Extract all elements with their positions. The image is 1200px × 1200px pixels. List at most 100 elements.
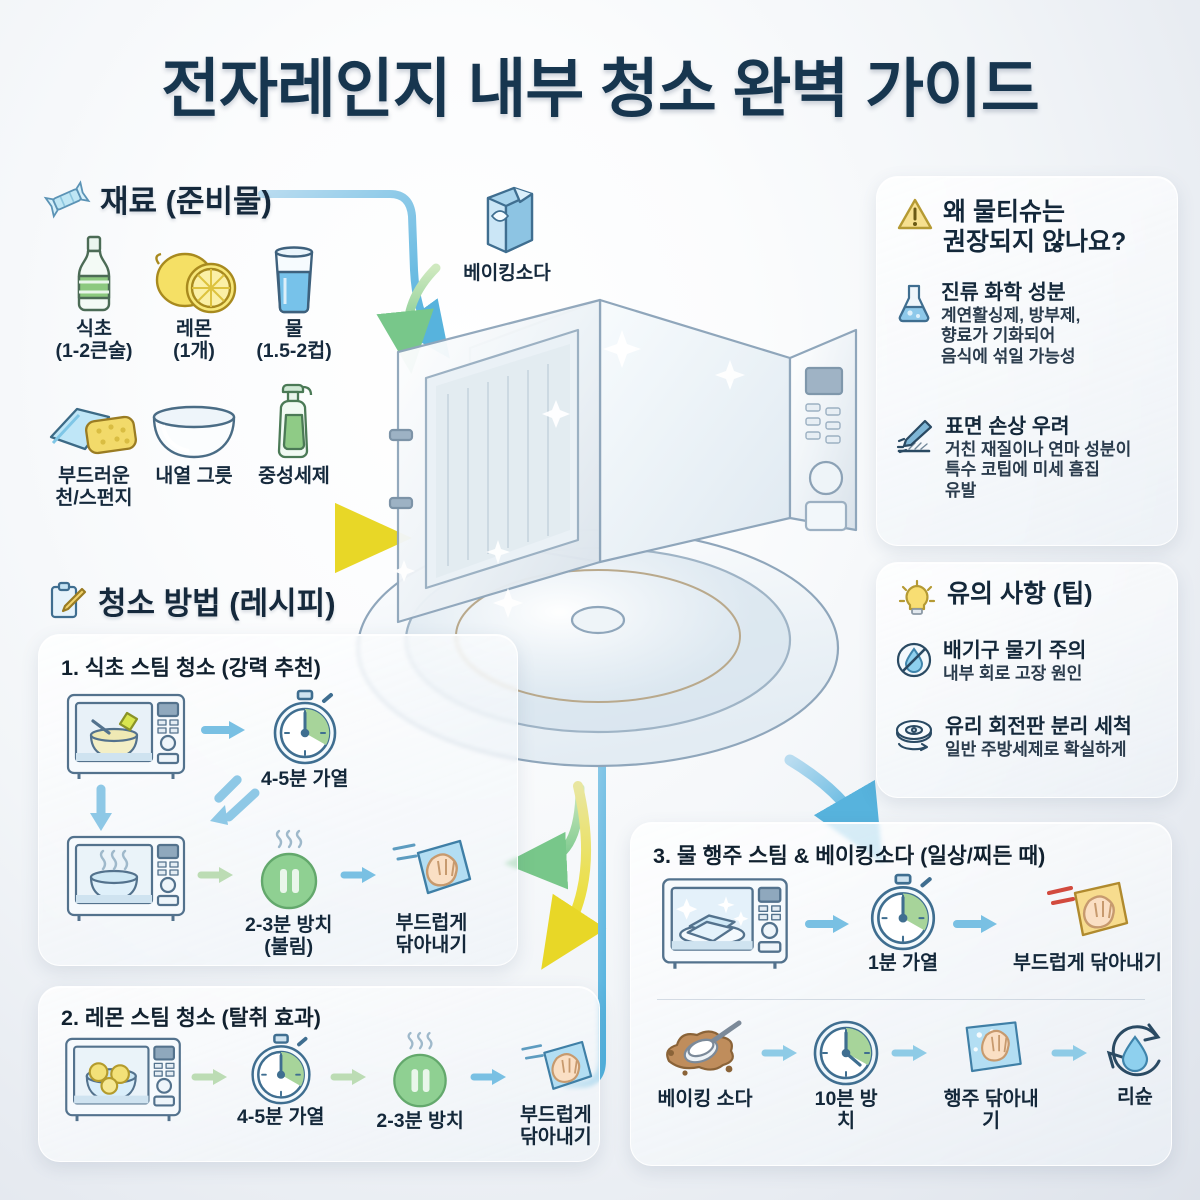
lightbulb-icon bbox=[897, 579, 937, 619]
step-caption: 부드럽게 닦아내기 bbox=[519, 1104, 592, 1148]
baking-soda-label: 베이킹소다 bbox=[463, 263, 551, 284]
flask-icon bbox=[897, 283, 931, 325]
ingredients-heading-label: 재료 (준비물) bbox=[100, 184, 272, 219]
method-3-divider bbox=[657, 999, 1145, 1000]
step-caption: 부드럽게 닦아내기 bbox=[395, 912, 468, 956]
clock-icon bbox=[810, 1017, 882, 1089]
microwave-steam-bowl-icon bbox=[65, 831, 189, 925]
water-glass-icon bbox=[266, 232, 322, 314]
arrow-step-icon bbox=[470, 1067, 508, 1087]
arrow-step-icon bbox=[191, 1067, 229, 1087]
method-3-step-baking-soda: 베이킹 소다 bbox=[657, 1017, 753, 1111]
ingredient-label: 식초 (1-2큰술) bbox=[55, 318, 133, 363]
baking-soda-spoon-stain-icon bbox=[657, 1017, 753, 1089]
ingredient-label: 중성세제 bbox=[258, 464, 330, 487]
cloth-sponge-icon bbox=[47, 379, 141, 461]
ingredients-grid: 식초 (1-2큰술) 레몬 (1개) bbox=[44, 232, 344, 510]
stopwatch-icon bbox=[246, 1033, 316, 1107]
method-2-card: 2. 레몬 스팀 청소 (탈취 효과) bbox=[38, 986, 600, 1162]
wet-wipe-item-title: 표면 손상 우려 bbox=[945, 415, 1070, 438]
method-3-step-microwave-towel bbox=[659, 873, 793, 973]
step-caption: 베이킹 소다 bbox=[657, 1088, 753, 1110]
tips-panel: 유의 사항 (팁) 배기구 물기 주의 내부 회로 고장 원인 bbox=[876, 562, 1178, 798]
arrow-step-icon bbox=[201, 719, 247, 741]
ingredient-label: 레몬 (1개) bbox=[173, 318, 215, 363]
arrow-step-icon bbox=[330, 1067, 368, 1087]
ingredient-label: 물 (1.5-2컵) bbox=[256, 318, 332, 363]
method-1-title: 1. 식초 스팀 청소 (강력 추천) bbox=[61, 656, 321, 680]
ingredient-label: 부드러운 천/스펀지 bbox=[55, 464, 133, 510]
method-3-title: 3. 물 행주 스팀 & 베이킹소다 (일상/찌든 때) bbox=[653, 844, 1046, 868]
tip-item-title: 배기구 물기 주의 bbox=[943, 639, 1087, 662]
recipe-section-header: 청소 방법 (레시피) bbox=[48, 578, 336, 623]
method-2-step-microwave-lemon bbox=[63, 1033, 185, 1125]
method-1-step-wipe: 부드럽게 닦아내기 bbox=[388, 831, 474, 957]
wet-wipe-item-title: 진류 화학 성분 bbox=[941, 281, 1066, 304]
warning-triangle-icon bbox=[897, 197, 933, 231]
wet-wipe-item-chemicals: 진류 화학 성분 계연활싱제, 방부제, 향료가 기화되어 음식에 섞일 가능성 bbox=[897, 281, 1163, 368]
tip-item-body: 일반 주방세제로 확실하게 bbox=[945, 739, 1127, 759]
arrow-step-icon bbox=[953, 913, 999, 935]
step-caption: 4-5분 가열 bbox=[237, 1106, 325, 1128]
scratch-surface-icon bbox=[895, 417, 935, 457]
ingredient-heatproof-bowl: 내열 그릇 bbox=[144, 379, 244, 510]
stopwatch-icon bbox=[865, 873, 941, 953]
method-3-step-wipe: 부드럽게 닦아내기 bbox=[1013, 873, 1162, 975]
no-water-vent-icon bbox=[895, 641, 933, 679]
turntable-plate-icon bbox=[893, 717, 935, 755]
step-caption: 2-3분 방치 bbox=[376, 1110, 464, 1132]
clipboard-pencil-icon bbox=[48, 581, 87, 621]
wet-wipe-panel-heading: 왜 물티슈는 권장되지 않나요? bbox=[943, 198, 1127, 256]
method-2-step-heat: 4-5분 가열 bbox=[237, 1033, 324, 1129]
baking-soda-callout: 베이킹소다 bbox=[432, 182, 582, 285]
stopwatch-icon bbox=[268, 689, 342, 767]
method-3-step-towel-wipe: 행주 닦아내기 bbox=[939, 1017, 1043, 1133]
hand-wipe-blue-icon bbox=[951, 1017, 1031, 1089]
method-1-step-microwave-vinegar bbox=[65, 689, 189, 783]
ingredients-section-header: 재료 (준비물) bbox=[43, 176, 272, 221]
lemon-icon bbox=[151, 232, 237, 314]
method-2-title: 2. 레몬 스팀 청소 (탈취 효과) bbox=[61, 1006, 321, 1030]
pause-circle-icon bbox=[382, 1031, 458, 1111]
method-1-step-microwave-steam bbox=[65, 831, 189, 925]
heatproof-bowl-icon bbox=[149, 379, 239, 461]
dish-soap-icon bbox=[269, 379, 319, 461]
vinegar-bottle-icon bbox=[68, 232, 120, 314]
water-rinse-icon bbox=[1099, 1017, 1171, 1087]
wet-wipe-panel-header: 왜 물티슈는 권장되지 않나요? bbox=[897, 197, 1161, 257]
page-title: 전자레인지 내부 청소 완벽 가이드 bbox=[161, 53, 1039, 125]
microwave-lemon-bowl-icon bbox=[63, 1033, 185, 1125]
ingredient-water: 물 (1.5-2컵) bbox=[244, 232, 344, 363]
ingredients-ribbon-icon bbox=[43, 179, 91, 219]
arrow-center-to-method1 bbox=[503, 783, 585, 890]
method-3-step-rinse: 리슌 bbox=[1099, 1017, 1171, 1109]
hand-wipe-blue-icon bbox=[388, 831, 474, 911]
arrow-step-icon bbox=[340, 865, 378, 885]
ingredient-dish-soap: 중성세제 bbox=[244, 379, 344, 510]
arrow-step-icon bbox=[761, 1043, 799, 1063]
step-caption: 2-3분 방치 (불림) bbox=[245, 914, 333, 958]
method-1-step-heat: 4-5분 가열 bbox=[261, 689, 348, 791]
recipe-heading-label: 청소 방법 (레시피) bbox=[98, 586, 336, 621]
tips-panel-heading: 유의 사항 (팁) bbox=[947, 580, 1093, 608]
method-3-step-wait: 10븐 방치 bbox=[809, 1017, 883, 1133]
wet-wipe-item-surface-damage: 표면 손상 우려 거친 재질이나 연마 성분이 특수 코팁에 미세 흠집 유발 bbox=[895, 415, 1167, 502]
step-caption: 4-5분 가열 bbox=[261, 768, 349, 790]
hand-wipe-yellow-icon bbox=[1041, 873, 1133, 953]
arrow-step-icon bbox=[1051, 1043, 1089, 1063]
method-1-internal-arrows bbox=[90, 775, 260, 831]
method-3-step-heat: 1분 가열 bbox=[865, 873, 941, 975]
method-1-card: 1. 식초 스팀 청소 (강력 추천) bbox=[38, 634, 518, 966]
ingredient-vinegar: 식초 (1-2큰술) bbox=[44, 232, 144, 363]
ingredient-lemon: 레몬 (1개) bbox=[144, 232, 244, 363]
method-2-step-wipe: 부드럽게 닦아내기 bbox=[516, 1033, 596, 1149]
wet-wipe-item-body: 계연활싱제, 방부제, 향료가 기화되어 음식에 섞일 가능성 bbox=[941, 305, 1081, 367]
step-caption: 행주 닦아내기 bbox=[943, 1088, 1039, 1132]
microwave-bowl-vinegar-icon bbox=[65, 689, 189, 783]
tip-item-vent-water: 배기구 물기 주의 내부 회로 고장 원인 bbox=[895, 639, 1165, 684]
arrow-step-icon bbox=[805, 913, 851, 935]
step-caption: 10븐 방치 bbox=[814, 1088, 878, 1132]
arrow-step-icon bbox=[197, 865, 235, 885]
method-2-step-wait: 2-3분 방치 bbox=[376, 1031, 464, 1133]
